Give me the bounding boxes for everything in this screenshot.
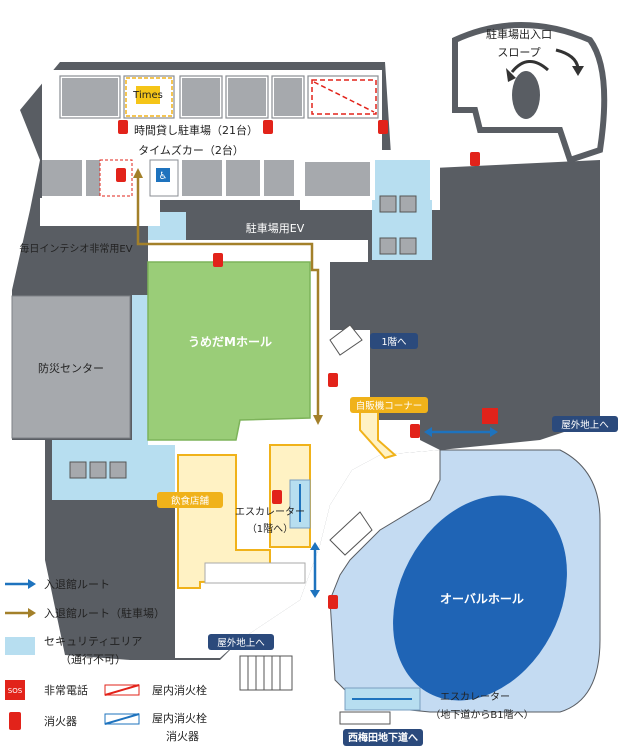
- tag-outdoor-left-text: 屋外地上へ: [217, 637, 265, 649]
- elevator-boxes: [69, 195, 417, 479]
- wheelchair-icon: [156, 168, 170, 182]
- tag-food: [157, 492, 223, 508]
- umeda-m-hall-label: うめだMホール: [188, 335, 272, 349]
- times-logo: [136, 86, 160, 104]
- legend-indoor-hydrant-ext: 屋内消火栓: [152, 711, 207, 725]
- legend-sos-text: SOS: [8, 687, 23, 695]
- stairs-oval-side: [329, 511, 373, 556]
- tag-food-text: 飲食店舗: [171, 495, 210, 507]
- mainichi-ev-label: 毎日インテシオ非常用EV: [19, 242, 132, 255]
- escalator-b1-label: エスカレーター: [440, 691, 510, 703]
- entry-route-center-head-u: [310, 542, 320, 550]
- legend-security-area: セキュリティエリア: [44, 635, 142, 648]
- restroom-row: [204, 562, 306, 584]
- tag-outdoor-left: [208, 634, 274, 650]
- sos-phone-map: [482, 408, 498, 424]
- escalator-b1-sub-label: （地下道からB1階へ）: [430, 708, 533, 721]
- slope-label: スロープ: [497, 46, 540, 59]
- wheelchair-icon-glyph: ♿: [159, 171, 168, 182]
- parking-ev-box: [190, 212, 340, 240]
- stall-gray-4: [274, 78, 302, 116]
- disaster-center: [11, 295, 131, 439]
- parking-stalls-top: [59, 75, 379, 119]
- parking-stalls-bottom: [42, 160, 370, 196]
- security-area-left: [132, 295, 148, 445]
- slope-arrow-left-head: [506, 68, 516, 82]
- parking-exit-label: 駐車場出入口: [486, 27, 552, 41]
- umeda-m-hall: [147, 261, 311, 441]
- times-car-label: タイムズカー（2台）: [138, 143, 244, 157]
- stall-gray-3: [228, 78, 266, 116]
- legend: 入退館ルート 入退館ルート（駐車場） セキュリティエリア （通行不可） SOS …: [5, 577, 207, 743]
- parking-route-line: [136, 175, 320, 418]
- times-logo-text: Times: [132, 90, 163, 101]
- slope-arrow-left: [510, 60, 550, 73]
- corridor-top: [40, 198, 160, 226]
- legend-security-area-sub: （通行不可）: [60, 653, 126, 666]
- parking-route-arrow-up: [133, 168, 143, 178]
- escalator-1f-label: エスカレーター: [235, 506, 305, 518]
- entry-route-right-head-r: [490, 427, 498, 437]
- tag-nishiumeda: [343, 729, 423, 746]
- tag-outdoor-right-text: 屋外地上へ: [561, 419, 609, 431]
- tag-vending-text: 自販機コーナー: [356, 400, 423, 412]
- escalator-1f-sub-label: （1階へ）: [247, 523, 293, 535]
- security-area-top: [375, 160, 430, 200]
- tag-to-1f-text: 1階へ: [381, 337, 407, 348]
- tag-outdoor-right: [552, 416, 618, 432]
- tag-vending: [350, 397, 428, 413]
- tag-nishiumeda-text: 西梅田地下道へ: [348, 731, 418, 744]
- entry-route-right-head-l: [424, 427, 432, 437]
- tag-to-1f: [370, 333, 418, 349]
- legend-indoor-hydrant-ext-sub: 消火器: [166, 729, 199, 743]
- disaster-center-label: 防災センター: [38, 361, 104, 375]
- entry-route-center-head-d: [310, 590, 320, 598]
- hatched-stall-diag: [313, 81, 375, 113]
- oval-hall: [393, 495, 567, 701]
- hatched-stall: [311, 79, 377, 115]
- stairs-lower: [239, 655, 293, 691]
- oval-hall-label: オーバルホール: [440, 592, 524, 606]
- legend-indoor-hydrant: 屋内消火栓: [152, 683, 207, 697]
- legend-extinguisher: 消火器: [44, 714, 77, 728]
- parking-route-arrow-down: [313, 415, 323, 425]
- timed-parking-label: 時間貸し駐車場（21台）: [134, 123, 258, 137]
- extinguisher-icons: [116, 120, 480, 609]
- slope-pillar: [512, 71, 540, 119]
- stall-gray-2: [182, 78, 220, 116]
- stall-gray-1: [62, 78, 118, 116]
- legend-entry-route: 入退館ルート: [44, 577, 110, 591]
- legend-emergency-phone: 非常電話: [44, 683, 88, 697]
- slope-arrow-right: [555, 48, 580, 69]
- stairs-hall-side: [329, 324, 363, 356]
- parking-ev-label: 駐車場用EV: [246, 221, 305, 235]
- stairs-lower-steps: [247, 656, 281, 690]
- slope-arrow-right-head: [572, 66, 584, 76]
- legend-entry-route-parking: 入退館ルート（駐車場）: [44, 606, 165, 620]
- stairs-underground: [339, 711, 391, 725]
